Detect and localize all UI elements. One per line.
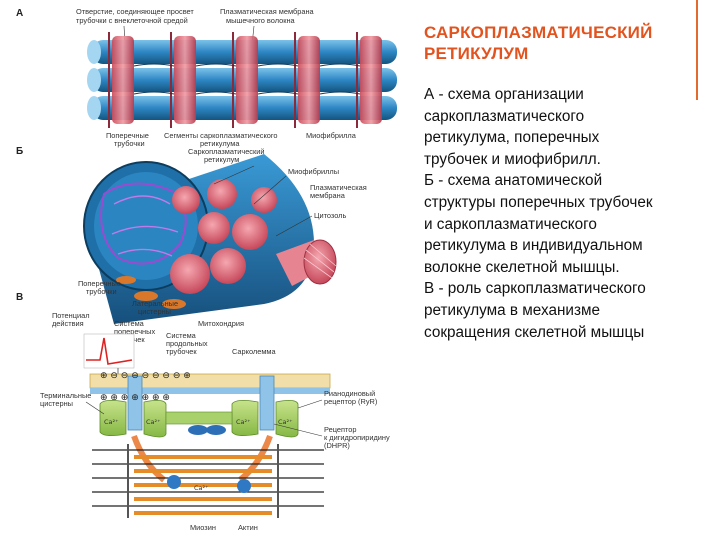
action-potential-trace bbox=[86, 337, 133, 365]
label-opening-2: трубочки с внеклеточной средой bbox=[76, 16, 188, 25]
label-c-ap-2: действия bbox=[52, 319, 84, 328]
desc-line: саркоплазматического bbox=[424, 107, 585, 125]
svg-text:⊕ ⊕ ⊕ ⊕ ⊕ ⊕ ⊕: ⊕ ⊕ ⊕ ⊕ ⊕ ⊕ ⊕ bbox=[100, 393, 170, 403]
label-membrane-1: Плазматическая мембрана bbox=[220, 7, 315, 16]
label-c-ttub-2: поперечных bbox=[114, 327, 155, 336]
label-c-ap-1: Потенциал bbox=[52, 311, 90, 320]
desc-line: ретикулума, поперечных bbox=[424, 129, 600, 147]
terminal-cisterns-c: Ca²⁺ Ca²⁺ Ca²⁺ Ca²⁺ bbox=[99, 400, 299, 438]
label-c-sarco: Сарколемма bbox=[232, 347, 276, 356]
label-membrane-2: мышечного волокна bbox=[226, 16, 296, 25]
label-c-dhp-3: (DHPR) bbox=[324, 441, 350, 450]
label-c-dhp-1: Рецептор bbox=[324, 425, 357, 434]
svg-text:Ca²⁺: Ca²⁺ bbox=[146, 418, 161, 426]
desc-line: ретикулума в механизме bbox=[424, 301, 600, 319]
label-b-plasma-1: Плазматическая bbox=[310, 183, 367, 192]
slide-title: САРКОПЛАЗМАТИЧЕСКИЙ РЕТИКУЛУМ bbox=[424, 22, 694, 64]
svg-text:Ca²⁺: Ca²⁺ bbox=[104, 418, 119, 426]
desc-line: и саркоплазматического bbox=[424, 215, 597, 233]
label-c-ttub-1: Система bbox=[114, 319, 145, 328]
label-b-plasma-2: мембрана bbox=[310, 191, 346, 200]
desc-line: ретикулума в индивидуальном bbox=[424, 237, 643, 255]
title-line-1: САРКОПЛАЗМАТИЧЕСКИЙ bbox=[424, 23, 653, 42]
desc-line: А - схема организации bbox=[424, 86, 584, 103]
label-b-term-1: Латеральные bbox=[132, 299, 178, 308]
desc-line: трубочек и миофибрилл. bbox=[424, 150, 601, 168]
svg-text:Ca²⁺: Ca²⁺ bbox=[278, 418, 293, 426]
label-c-myosin: Миозин bbox=[190, 523, 216, 532]
label-myofibril-a: Миофибрилла bbox=[306, 131, 357, 140]
ca-label: Ca²⁺ bbox=[194, 484, 209, 492]
desc-line: В - роль саркоплазматического bbox=[424, 280, 646, 298]
label-c-long-3: трубочек bbox=[166, 347, 197, 356]
panel-label-a: А bbox=[16, 8, 23, 19]
accent-rule bbox=[696, 0, 698, 100]
label-c-ryr-2: рецептор (RyR) bbox=[324, 397, 377, 406]
panel-label-c: В bbox=[16, 292, 23, 303]
muscle-fiber-b bbox=[83, 154, 337, 324]
label-b-sr-1: Саркоплазматический bbox=[188, 147, 265, 156]
label-sr-1: Сегменты саркоплазматического bbox=[164, 131, 278, 140]
label-b-sr-2: ретикулум bbox=[204, 155, 239, 164]
label-opening-1: Отверстие, соединяющее просвет bbox=[76, 7, 194, 16]
label-ttubule-2: трубочки bbox=[114, 139, 145, 148]
desc-line: волокне скелетной мышцы. bbox=[424, 258, 620, 276]
desc-line: Б - схема анатомической bbox=[424, 172, 603, 190]
svg-text:Ca²⁺: Ca²⁺ bbox=[236, 418, 251, 426]
label-c-term-2: цистерны bbox=[40, 399, 73, 408]
label-b-term-2: цистерны bbox=[138, 307, 171, 316]
svg-text:⊕ ⊖ ⊖ ⊖ ⊖ ⊖ ⊖ ⊖: ⊕ ⊖ ⊖ ⊖ ⊖ ⊖ ⊖ ⊖ ⊕ bbox=[100, 371, 191, 381]
label-ttubule-1: Поперечные bbox=[106, 131, 149, 140]
label-b-myofib: Миофибриллы bbox=[288, 167, 339, 176]
label-c-long-1: Система bbox=[166, 331, 197, 340]
label-c-term-1: Терминальные bbox=[40, 391, 91, 400]
myofibril-tubes-a bbox=[87, 32, 397, 128]
desc-line: структуры поперечных трубочек bbox=[424, 193, 653, 211]
label-sr-2: ретикулума bbox=[200, 139, 240, 148]
label-b-cytosol: Цитозоль bbox=[314, 211, 346, 220]
sarcoplasmic-reticulum-figure: А Отверстие, соединяющее просвет трубочк… bbox=[16, 7, 397, 532]
sarcolemma-c: ⊕ ⊖ ⊖ ⊖ ⊖ ⊖ ⊖ ⊖ ⊕ ⊕ ⊕ ⊕ ⊕ ⊕ ⊕ ⊕ bbox=[89, 371, 331, 431]
label-b-ttub-2: трубочки bbox=[86, 287, 117, 296]
panel-label-b: Б bbox=[16, 146, 23, 157]
desc-line: сокращения скелетной мышцы bbox=[424, 323, 645, 341]
label-c-actin: Актин bbox=[238, 523, 258, 532]
title-line-2: РЕТИКУЛУМ bbox=[424, 44, 529, 63]
label-c-long-2: продольных bbox=[166, 339, 208, 348]
sarcomere-filaments-c: Ca²⁺ bbox=[92, 444, 324, 518]
label-b-ttub-1: Поперечные bbox=[78, 279, 121, 288]
label-c-ryr-1: Рианодиновый bbox=[324, 389, 375, 398]
label-c-dhp-2: к дигидропиридину bbox=[324, 433, 390, 442]
label-c-mito: Митохондрия bbox=[198, 319, 244, 328]
slide-description: А - схема организации саркоплазматическо… bbox=[424, 84, 716, 343]
